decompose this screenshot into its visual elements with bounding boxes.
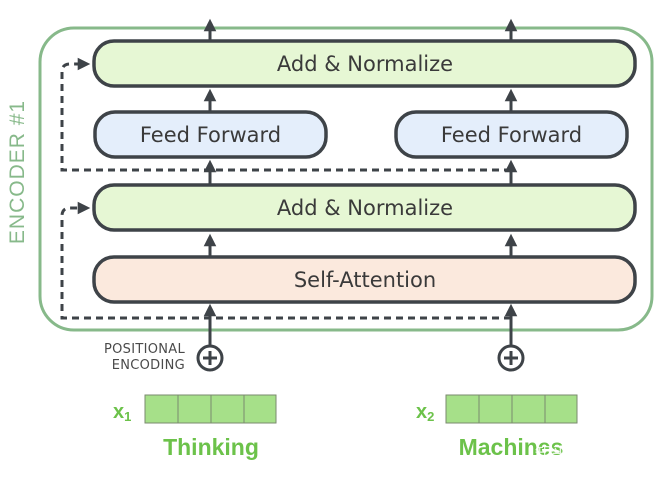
plus-circle-right-icon: [497, 344, 525, 372]
flow-arrows: [203, 18, 518, 346]
positional-encoding-line2: ENCODING: [112, 358, 185, 373]
input-word-thinking: Thinking: [163, 434, 259, 460]
add-normalize-bottom-label: Add & Normalize: [277, 196, 453, 220]
add-normalize-top-box: [92, 39, 637, 88]
input-word-machines: Machines: [459, 434, 564, 460]
feed-forward-left-label: Feed Forward: [140, 123, 281, 147]
watermark: 知乎 @yan liu: [535, 444, 648, 464]
residual-path-top: [60, 57, 511, 172]
add-normalize-bottom-box: [92, 183, 637, 232]
input-vector-x2: [445, 394, 578, 424]
input-var-x1: x1: [113, 401, 131, 424]
feed-forward-left-box: [93, 110, 328, 159]
plus-circle-left-icon: [196, 344, 224, 372]
input-vector-x1: [144, 394, 277, 424]
self-attention-label: Self-Attention: [294, 268, 436, 292]
residual-path-bottom: [60, 201, 511, 320]
self-attention-box: [92, 255, 637, 304]
input-var-x2: x2: [416, 401, 434, 424]
encoder-label: ENCODER #1: [6, 100, 29, 244]
add-normalize-top-label: Add & Normalize: [277, 52, 453, 76]
feed-forward-right-box: [394, 110, 629, 159]
positional-encoding-line1: POSITIONAL: [104, 342, 185, 357]
encoder-container: [38, 26, 654, 332]
feed-forward-right-label: Feed Forward: [441, 123, 582, 147]
